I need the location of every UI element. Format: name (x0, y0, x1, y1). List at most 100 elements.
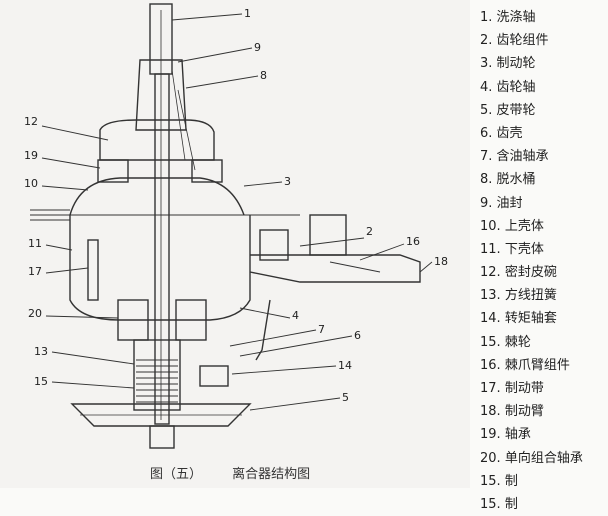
callout-8: 8 (260, 69, 267, 82)
callout-20: 20 (28, 307, 42, 320)
clutch-diagram: 1 9 8 12 19 10 3 11 17 2 16 18 20 4 7 6 … (24, 3, 448, 482)
callout-5: 5 (342, 391, 349, 404)
legend-item: 13. 方线扭簧 (480, 284, 608, 307)
legend-number: 19. (480, 427, 501, 443)
legend-item: 20. 单向组合轴承 (480, 447, 608, 470)
legend-item: 19. 轴承 (480, 423, 608, 446)
callout-9: 9 (254, 41, 261, 54)
callout-18: 18 (434, 255, 448, 268)
legend-label: 轴承 (504, 427, 531, 443)
lower-housing (69, 215, 251, 321)
legend-number: 9. (480, 195, 493, 211)
legend-label: 皮带轮 (496, 102, 536, 118)
callout-14: 14 (338, 359, 352, 372)
gear-assembly-2 (309, 214, 347, 256)
figure-number: 图（五） (150, 467, 203, 482)
callout-17: 17 (28, 265, 42, 278)
legend-number: 15. (480, 496, 501, 512)
washing-shaft (154, 73, 170, 425)
legend-item: 11. 下壳体 (480, 238, 608, 261)
legend-label: 密封皮碗 (504, 265, 557, 281)
legend-label: 洗涤轴 (496, 10, 536, 25)
callout-11: 11 (28, 237, 42, 250)
legend-number: 18. (480, 404, 501, 420)
legend-item: 12. 密封皮碗 (480, 261, 608, 284)
legend-label: 油封 (496, 195, 523, 211)
legend-label: 齿壳 (496, 125, 523, 141)
legend-item: 10. 上壳体 (480, 215, 608, 238)
callout-6: 6 (354, 329, 361, 342)
legend-label: 单向组合轴承 (504, 450, 583, 466)
pawl-arm (255, 299, 271, 361)
legend-item: 14. 转矩轴套 (480, 307, 608, 330)
callout-1: 1 (244, 7, 251, 20)
legend-number: 8. (480, 172, 493, 188)
legend-label: 制 (504, 473, 518, 489)
legend-item: 3. 制动轮 (480, 52, 608, 75)
callout-12: 12 (24, 115, 38, 128)
callout-7: 7 (318, 323, 325, 336)
legend-number: 6. (480, 125, 493, 141)
legend-number: 11. (480, 241, 501, 257)
legend-item: 15. 制 (480, 470, 608, 493)
callout-3: 3 (284, 175, 291, 188)
legend-item: 15. 制 (480, 493, 608, 516)
torque-sleeve (133, 339, 181, 411)
legend-label: 制动轮 (496, 56, 536, 72)
one-way-bearing-right (175, 299, 207, 341)
figure-caption: 图（五） 离合器结构图 (150, 463, 410, 482)
bearing-left (97, 159, 129, 183)
callout-19: 19 (24, 149, 38, 162)
pulley (70, 403, 252, 427)
legend-item: 16. 棘爪臂组件 (480, 354, 608, 377)
seal-cup (99, 119, 215, 161)
legend-item: 9. 油封 (480, 192, 608, 215)
legend-label: 下壳体 (504, 241, 544, 257)
pulley-nut (149, 425, 175, 449)
legend-number: 15. (480, 473, 501, 489)
legend-label: 棘轮 (504, 334, 531, 350)
legend-label: 制动带 (504, 381, 544, 396)
legend-item: 5. 皮带轮 (480, 99, 608, 122)
legend-label: 转矩轴套 (504, 311, 557, 327)
legend-number: 5. (480, 102, 493, 118)
legend-number: 4. (480, 79, 493, 95)
legend-number: 14. (480, 311, 501, 327)
legend-number: 20. (480, 450, 501, 466)
callout-4: 4 (292, 309, 299, 322)
legend-item: 1. 洗涤轴 (480, 6, 608, 29)
gear-assembly (259, 229, 289, 261)
legend-number: 17. (480, 381, 501, 396)
legend-item: 7. 含油轴承 (480, 145, 608, 168)
callout-2: 2 (366, 225, 373, 238)
legend-label: 齿轮组件 (496, 33, 549, 49)
legend-label: 含油轴承 (496, 149, 549, 165)
figure-title: 离合器结构图 (232, 467, 311, 482)
legend-number: 12. (480, 265, 501, 281)
legend-label: 齿轮轴 (496, 79, 536, 95)
legend-number: 10. (480, 218, 501, 234)
legend-item: 17. 制动带 (480, 377, 608, 400)
legend-label: 脱水桶 (496, 172, 536, 188)
upper-housing (69, 177, 245, 216)
legend-number: 7. (480, 149, 493, 165)
parts-legend: 1. 洗涤轴 2. 齿轮组件 3. 制动轮 4. 齿轮轴 5. 皮带轮 6. 齿… (480, 6, 608, 516)
legend-label: 制动臂 (504, 404, 544, 420)
torsion-spring (136, 359, 178, 403)
oil-seal-housing (135, 59, 187, 131)
clutch-drawing (30, 3, 433, 449)
brake-arm (249, 254, 421, 283)
callout-16: 16 (406, 235, 420, 248)
legend-number: 16. (480, 357, 501, 373)
bearing-right (191, 159, 223, 183)
legend-label: 制 (504, 496, 518, 512)
one-way-bearing-left (117, 299, 149, 341)
legend-label: 方线扭簧 (504, 288, 557, 304)
ratchet (199, 365, 229, 387)
callout-13: 13 (34, 345, 48, 358)
legend-item: 6. 齿壳 (480, 122, 608, 145)
legend-label: 棘爪臂组件 (504, 357, 570, 373)
legend-number: 3. (480, 56, 493, 72)
legend-item: 2. 齿轮组件 (480, 29, 608, 52)
legend-item: 8. 脱水桶 (480, 168, 608, 191)
